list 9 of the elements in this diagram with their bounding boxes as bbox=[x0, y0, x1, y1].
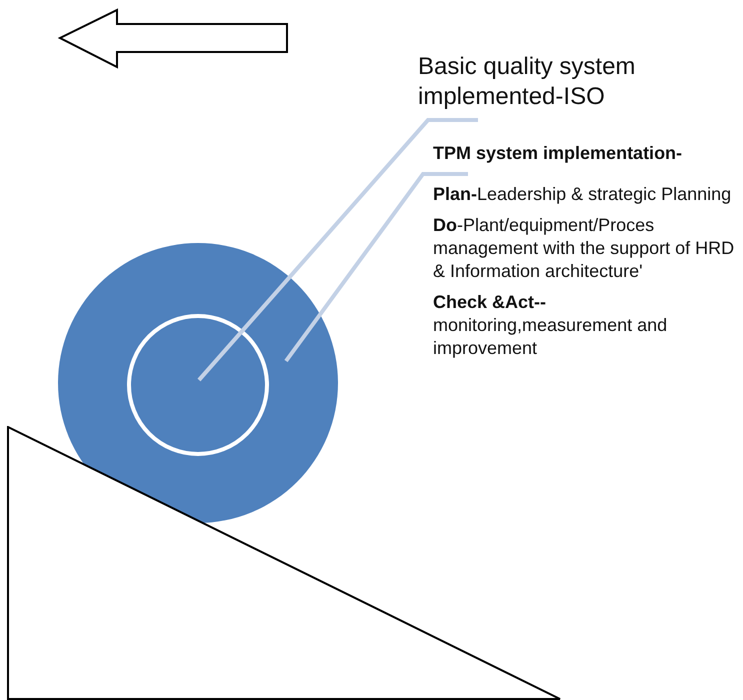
slope-triangle bbox=[7, 426, 563, 700]
description-text: Do-Plant/equipment/Proces management with the support of HRD & Information architecture' bbox=[433, 214, 736, 283]
description-text: Plan-Leadership & strategic Planning bbox=[433, 183, 732, 206]
heading-text: TPM system implementation- bbox=[433, 142, 684, 165]
callout-text: Basic quality system implemented-ISO bbox=[418, 52, 636, 112]
description-text: Check &Act-- monitoring,measurement and improvement bbox=[433, 291, 668, 360]
leader-line bbox=[284, 172, 468, 362]
inner-circle bbox=[127, 314, 269, 456]
leader-line bbox=[198, 118, 478, 382]
